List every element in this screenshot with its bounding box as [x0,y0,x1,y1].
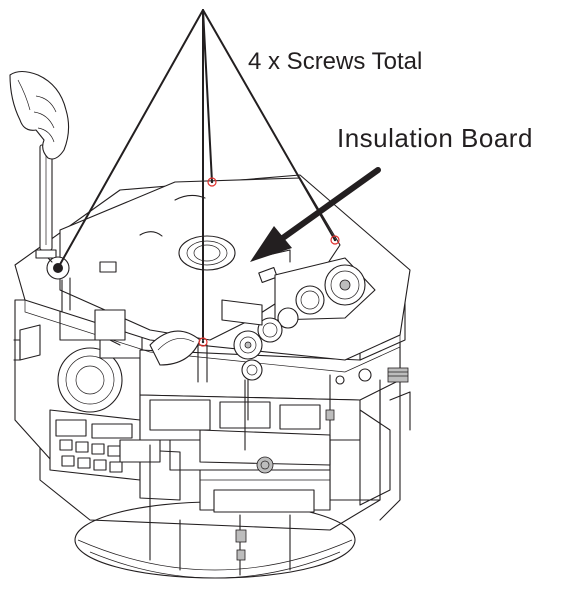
screw-markers [198,177,340,347]
leader-lines [57,9,336,341]
screw-marker-top [207,177,217,187]
screw-marker-right [330,235,340,245]
middle-chassis [139,339,401,511]
insulation-board-label: Insulation Board [337,123,533,153]
screws-label: 4 x Screws Total [248,48,423,75]
screwdriver-icon [35,144,70,280]
screw-marker-front [198,337,208,347]
base-assembly [39,329,401,579]
hand-icon [9,70,70,160]
arrow-icon [250,167,381,262]
support-posts [61,277,249,421]
